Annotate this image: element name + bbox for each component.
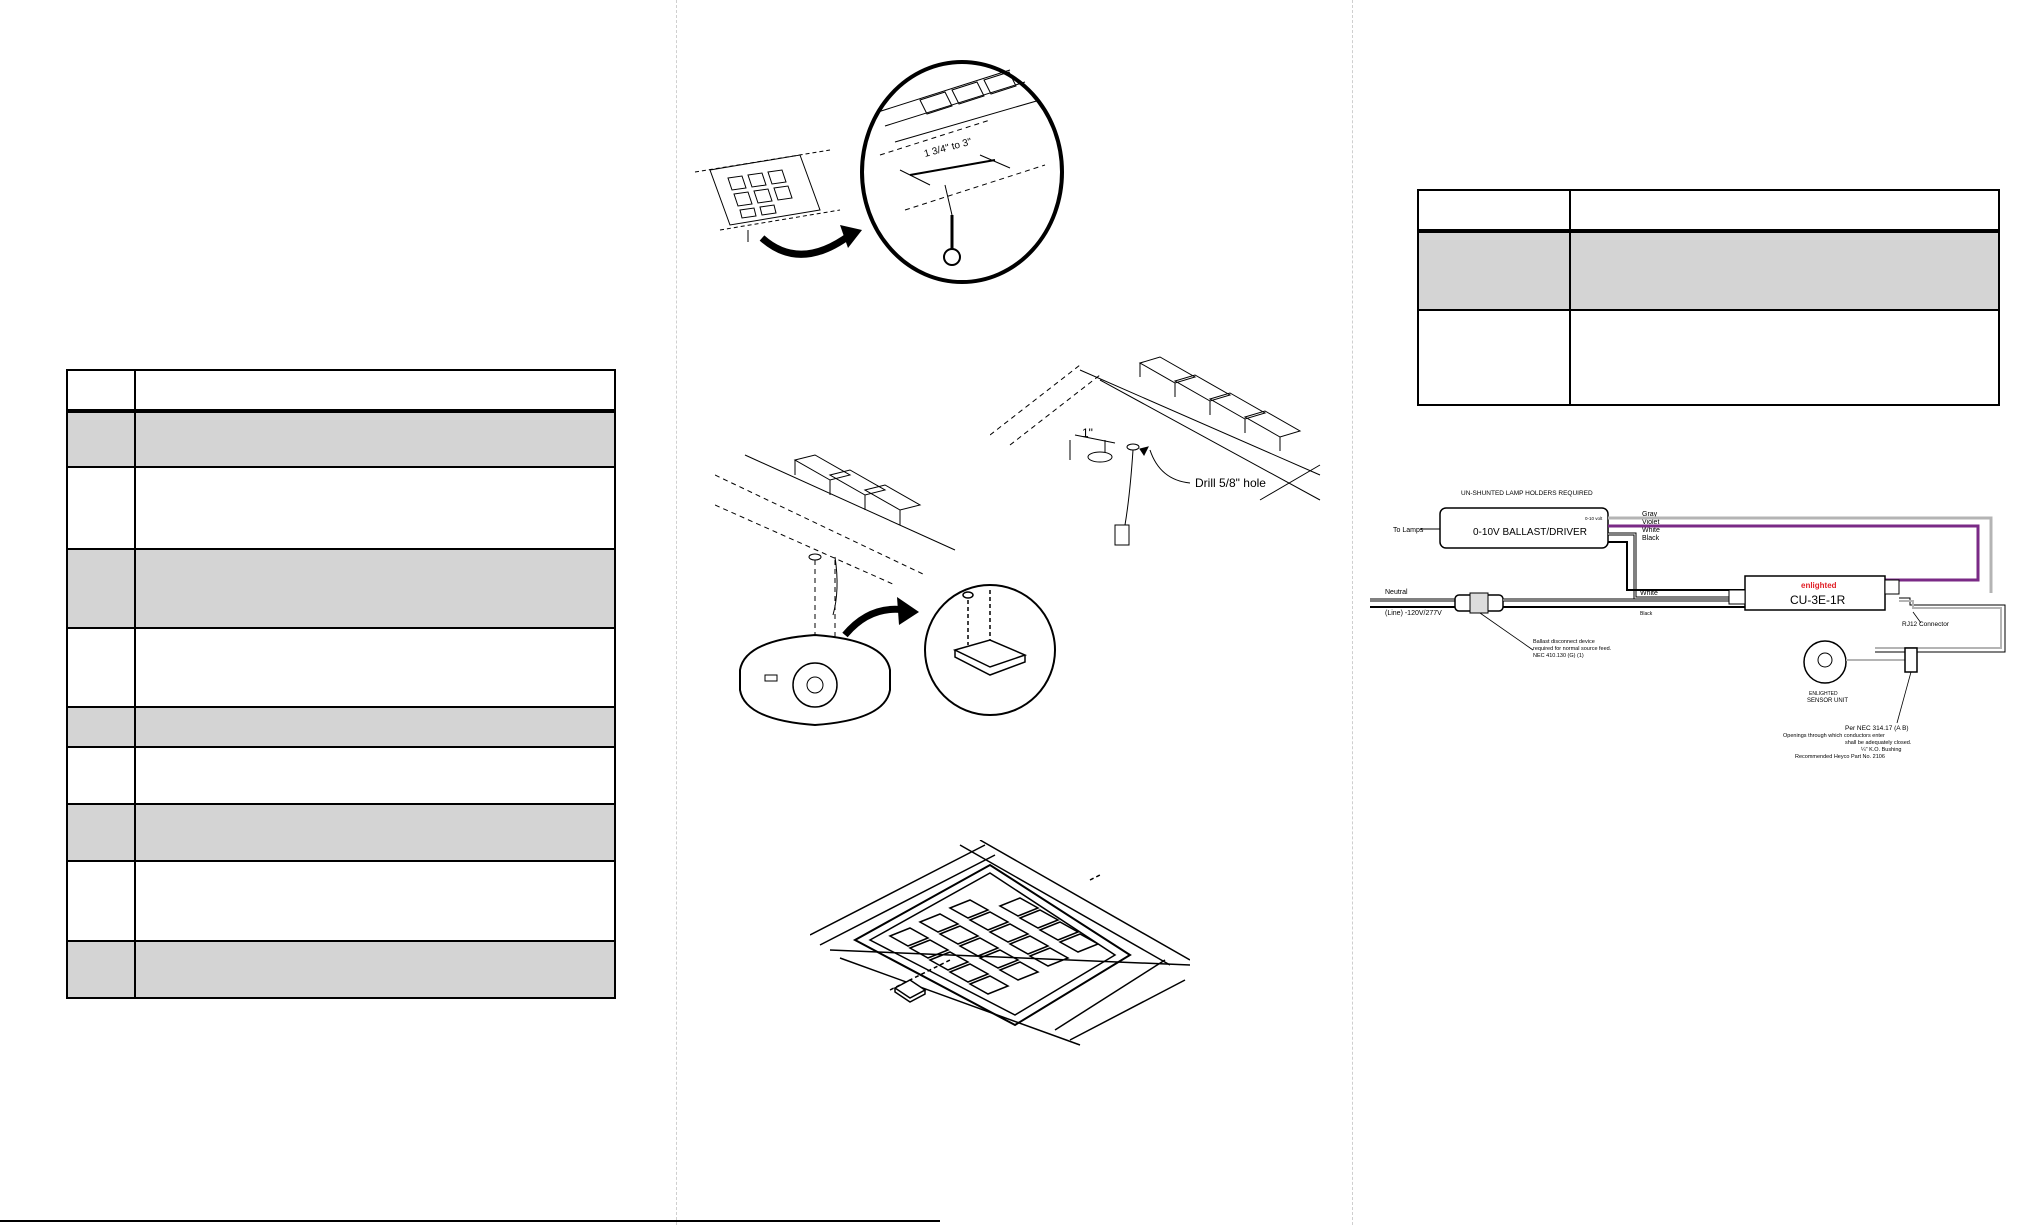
steps-table bbox=[66, 369, 616, 999]
table-cell bbox=[1417, 189, 1571, 233]
table-cell bbox=[134, 803, 616, 862]
white-wire-ballast bbox=[1608, 532, 1745, 600]
table-cell bbox=[1569, 189, 2000, 233]
table-cell bbox=[134, 706, 616, 748]
wire-label-violet: Violet bbox=[1642, 519, 1659, 526]
sensor-label-1: ENLIGHTED bbox=[1809, 691, 1838, 697]
nec-note-4: ¼" K.O. Bushing bbox=[1861, 747, 1901, 753]
header-note: UN-SHUNTED LAMP HOLDERS REQUIRED bbox=[1461, 490, 1593, 497]
drill-label: Drill 5/8" hole bbox=[1195, 476, 1266, 490]
table-row bbox=[1417, 309, 2000, 406]
to-lamps-label: To Lamps bbox=[1393, 527, 1424, 534]
table-row bbox=[66, 410, 616, 468]
panel-divider-left bbox=[676, 0, 677, 1225]
table-row bbox=[66, 706, 616, 748]
table-cell bbox=[66, 627, 136, 708]
table-row bbox=[66, 860, 616, 942]
table-cell bbox=[134, 369, 616, 413]
ballast-box bbox=[1439, 507, 1609, 549]
table-header-row bbox=[1417, 189, 2000, 233]
table-cell bbox=[66, 860, 136, 942]
nec-note-1: Per NEC 314.17 (A B) bbox=[1845, 725, 1909, 732]
ceiling-zoom-figure: 1 3/4" to 3" bbox=[694, 60, 1064, 284]
table-cell bbox=[134, 746, 616, 805]
table-cell bbox=[1569, 230, 2000, 311]
sensor-mounting-figure bbox=[715, 454, 1056, 727]
sensor-label-2: SENSOR UNIT bbox=[1807, 698, 1848, 704]
table-row bbox=[66, 940, 616, 999]
table-cell bbox=[66, 746, 136, 805]
table-cell bbox=[134, 940, 616, 999]
installed-troffer-figure bbox=[810, 840, 1190, 1046]
table-cell bbox=[66, 466, 136, 550]
disconnect-note-3: NEC 410.130 (G) (1) bbox=[1533, 653, 1584, 659]
table-cell bbox=[1569, 309, 2000, 406]
table-cell bbox=[1417, 230, 1571, 311]
table-cell bbox=[134, 860, 616, 942]
wire-label-black: Black bbox=[1642, 535, 1660, 542]
black-wire-ballast bbox=[1608, 541, 1745, 591]
ceiling-grid-small bbox=[694, 149, 841, 242]
table-cell bbox=[66, 940, 136, 999]
violet-wire bbox=[1608, 524, 1980, 582]
ballast-label: 0-10V BALLAST/DRIVER bbox=[1473, 527, 1587, 538]
table-header-row bbox=[66, 369, 616, 413]
table-cell bbox=[134, 466, 616, 550]
ballast-small-label: 0-10 volt bbox=[1585, 516, 1603, 521]
disconnect-note-2: required for normal source feed. bbox=[1533, 646, 1612, 652]
table-cell bbox=[1417, 309, 1571, 406]
table-cell bbox=[66, 410, 136, 468]
spec-table bbox=[1417, 189, 2000, 406]
panel-divider-right bbox=[1352, 0, 1353, 1225]
nec-note-2: Openings through which conductors enter bbox=[1783, 733, 1885, 739]
disconnect-note-1: Ballast disconnect device bbox=[1533, 639, 1595, 645]
nec-note-3: shall be adequately closed. bbox=[1845, 740, 1912, 746]
black-label: Black bbox=[1640, 611, 1653, 617]
bushing bbox=[1904, 647, 1918, 673]
table-cell bbox=[66, 803, 136, 862]
table-row bbox=[66, 803, 616, 862]
rj12-label: RJ12 Connector bbox=[1902, 621, 1950, 628]
wiring-diagram: UN-SHUNTED LAMP HOLDERS REQUIRED To Lamp… bbox=[1370, 490, 2006, 760]
table-cell bbox=[66, 706, 136, 748]
white-label: White bbox=[1640, 590, 1658, 597]
table-cell bbox=[134, 548, 616, 629]
drill-hole-figure: 1" Drill 5/8" hole bbox=[990, 356, 1321, 546]
table-cell bbox=[134, 410, 616, 468]
table-cell bbox=[134, 627, 616, 708]
control-unit-label: CU-3E-1R bbox=[1790, 593, 1846, 607]
table-row bbox=[66, 746, 616, 805]
brand-label: enlighted bbox=[1801, 581, 1837, 590]
table-row bbox=[66, 627, 616, 708]
gray-wire bbox=[1608, 516, 1993, 593]
table-row bbox=[1417, 230, 2000, 311]
line-label: (Line) -120V/277V bbox=[1385, 610, 1442, 617]
nec-note-5: Recommended Heyco Part No. 2106 bbox=[1795, 754, 1885, 760]
sensor-unit-drawing bbox=[739, 633, 891, 727]
neutral-label: Neutral bbox=[1385, 589, 1408, 596]
table-row bbox=[66, 548, 616, 629]
wire-label-white: White bbox=[1642, 527, 1660, 534]
wire-label-gray: Gray bbox=[1642, 511, 1658, 518]
offset-label: 1" bbox=[1082, 426, 1093, 440]
zoom-circle bbox=[860, 60, 1064, 284]
table-cell bbox=[66, 369, 136, 413]
table-cell bbox=[66, 548, 136, 629]
curved-arrow bbox=[759, 232, 853, 258]
table-row bbox=[66, 466, 616, 550]
bottom-rule bbox=[0, 1220, 940, 1222]
